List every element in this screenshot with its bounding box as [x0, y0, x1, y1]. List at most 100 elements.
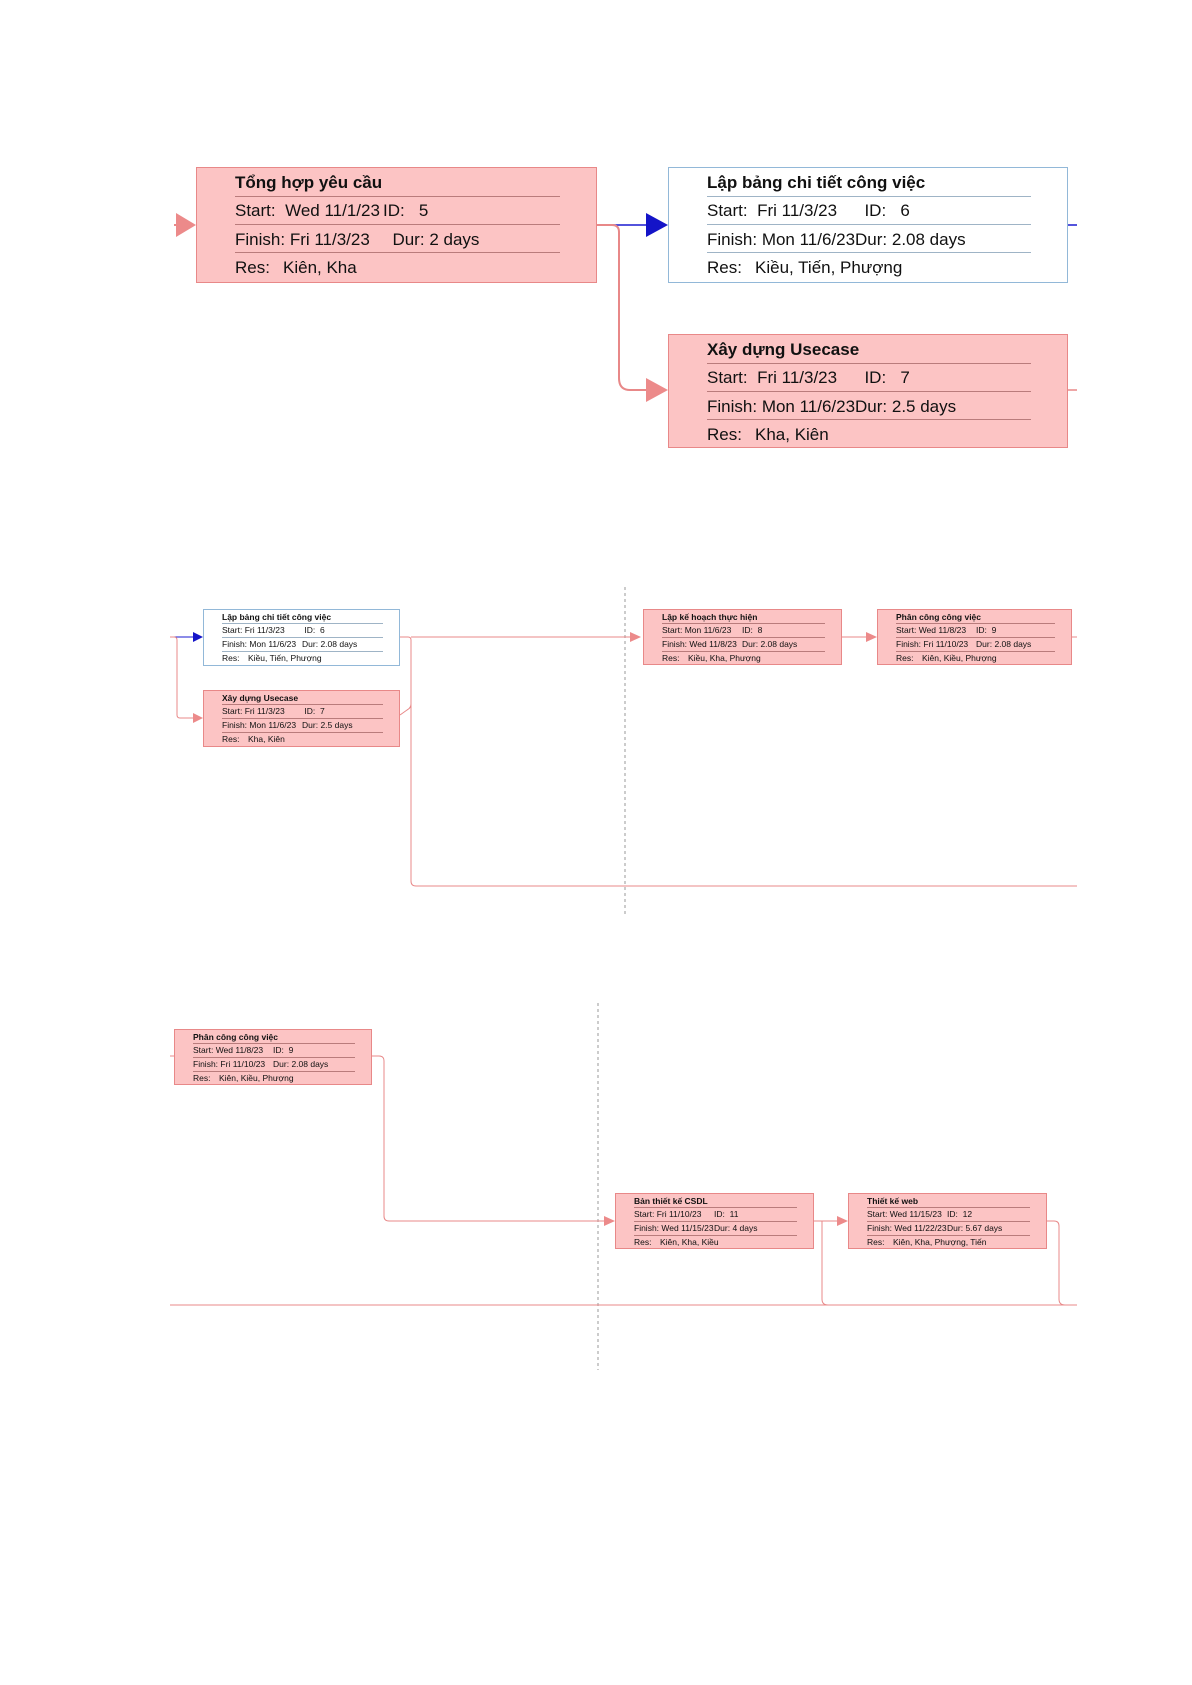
- finish-value: Wed 11/22/23: [894, 1223, 947, 1233]
- task-node-7-small[interactable]: Xây dựng Usecase Start: Fri 11/3/23 ID: …: [203, 690, 400, 747]
- row-divider: [235, 224, 560, 225]
- start-label: Start:: [222, 706, 243, 716]
- start-label: Start:: [662, 625, 683, 635]
- res-value: Kiên, Kha: [283, 258, 357, 277]
- task-name: Thiết kế web: [867, 1196, 919, 1206]
- row-divider: [867, 1221, 1030, 1222]
- start-value: Fri 11/3/23: [757, 201, 838, 220]
- long-bottom-link-line: [410, 704, 1077, 887]
- row-divider: [662, 637, 825, 638]
- task-node-6-small[interactable]: Lập bảng chi tiết công việc Start: Fri 1…: [203, 609, 400, 666]
- res-label: Res:: [707, 258, 742, 277]
- dur-label: Dur:: [742, 639, 759, 649]
- task-node-7[interactable]: Xây dựng Usecase Start: Fri 11/3/23 ID: …: [668, 334, 1068, 448]
- dur-value: 2.5 days: [891, 397, 957, 416]
- res-row: Res: Kiên, Kha, Kiều: [634, 1236, 795, 1248]
- task-node-5[interactable]: Tổng hợp yêu cầu Start: Wed 11/1/23 ID: …: [196, 167, 597, 283]
- res-row: Res: Kiên, Kiều, Phượng: [193, 1072, 353, 1084]
- task-node-11[interactable]: Bản thiết kế CSDL Start: Fri 11/10/23 ID…: [615, 1193, 814, 1249]
- dur-label: Dur:: [855, 230, 888, 249]
- res-value: Kiên, Kiều, Phượng: [219, 1073, 294, 1083]
- finish-value: Fri 11/10/23: [220, 1059, 266, 1069]
- section-3-connectors: [170, 1003, 1077, 1370]
- task-name: Lập bảng chi tiết công việc: [222, 612, 332, 622]
- row-divider: [896, 637, 1055, 638]
- link-5-to-7-arrowhead: [646, 378, 668, 402]
- id-value: 11: [729, 1209, 739, 1219]
- dur-label: Dur:: [976, 639, 993, 649]
- id-value: 9: [288, 1045, 294, 1055]
- id-value: 12: [962, 1209, 973, 1219]
- res-label: Res:: [193, 1073, 211, 1083]
- start-row: Start: Wed 11/8/23 ID: 9: [193, 1044, 353, 1056]
- task-name: Phân công công việc: [896, 612, 982, 622]
- dur-value: 4 days: [732, 1223, 758, 1233]
- dur-label: Dur:: [392, 230, 425, 249]
- row-divider: [634, 1207, 797, 1208]
- task-node-6[interactable]: Lập bảng chi tiết công việc Start: Fri 1…: [668, 167, 1068, 283]
- finish-row: Finish: Fri 11/3/23 Dur: 2 days: [235, 229, 558, 251]
- link-11-to-12-arrowhead: [837, 1216, 848, 1226]
- start-row: Start: Fri 11/3/23 ID: 6: [222, 624, 381, 636]
- res-row: Res: Kiên, Kiều, Phượng: [896, 652, 1053, 664]
- finish-value: Wed 11/15/23: [661, 1223, 714, 1233]
- dur-label: Dur:: [855, 397, 888, 416]
- finish-value: Mon 11/6/23: [761, 397, 855, 416]
- section-2-connectors: [170, 587, 1077, 915]
- task-node-12[interactable]: Thiết kế web Start: Wed 11/15/23 ID: 12 …: [848, 1193, 1047, 1249]
- row-divider: [707, 252, 1031, 253]
- task-node-9-repeat[interactable]: Phân công công việc Start: Wed 11/8/23 I…: [174, 1029, 372, 1085]
- finish-label: Finish:: [193, 1059, 219, 1069]
- task-node-8[interactable]: Lập kế hoạch thực hiện Start: Mon 11/6/2…: [643, 609, 842, 665]
- id-label: ID:: [976, 625, 987, 635]
- row-divider: [707, 196, 1031, 197]
- start-row: Start: Wed 11/15/23 ID: 12: [867, 1208, 1028, 1220]
- task-node-9[interactable]: Phân công công việc Start: Wed 11/8/23 I…: [877, 609, 1072, 665]
- res-value: Kiên, Kiều, Phượng: [922, 653, 997, 663]
- row-divider: [707, 363, 1031, 364]
- res-row: Res: Kiên, Kha, Phượng, Tiến: [867, 1236, 1028, 1248]
- branch-12-line: [1047, 1220, 1066, 1306]
- res-label: Res:: [867, 1237, 885, 1247]
- link-5-to-7-line: [597, 224, 648, 391]
- start-value: Mon 11/6/23: [684, 625, 732, 635]
- finish-label: Finish:: [222, 720, 248, 730]
- start-value: Fri 11/3/23: [757, 368, 838, 387]
- res-label: Res:: [634, 1237, 652, 1247]
- dur-value: 2.08 days: [291, 1059, 329, 1069]
- res-value: Kha, Kiên: [755, 425, 829, 444]
- res-value: Kiều, Tiến, Phượng: [755, 258, 903, 277]
- id-value: 6: [319, 625, 325, 635]
- row-divider: [222, 732, 383, 733]
- row-divider: [634, 1221, 797, 1222]
- id-label: ID:: [864, 201, 887, 220]
- row-divider: [222, 623, 383, 624]
- row-divider: [222, 704, 383, 705]
- finish-row: Finish: Fri 11/10/23 Dur: 2.08 days: [896, 638, 1053, 650]
- finish-label: Finish:: [662, 639, 688, 649]
- finish-label: Finish:: [867, 1223, 893, 1233]
- res-label: Res:: [662, 653, 680, 663]
- dur-value: 2.08 days: [760, 639, 798, 649]
- finish-row: Finish: Mon 11/6/23 Dur: 2.5 days: [222, 719, 381, 731]
- start-row: Start: Mon 11/6/23 ID: 8: [662, 624, 823, 636]
- res-label: Res:: [707, 425, 742, 444]
- id-value: 7: [900, 368, 910, 387]
- dur-label: Dur:: [302, 720, 319, 730]
- row-divider: [662, 651, 825, 652]
- row-divider: [222, 651, 383, 652]
- row-divider: [222, 637, 383, 638]
- start-value: Wed 11/8/23: [215, 1045, 264, 1055]
- id-value: 5: [418, 201, 429, 220]
- finish-value: Fri 11/3/23: [289, 230, 370, 249]
- link-5-to-6-arrowhead: [646, 213, 668, 237]
- finish-row: Finish: Wed 11/8/23 Dur: 2.08 days: [662, 638, 823, 650]
- row-divider: [235, 252, 560, 253]
- task-name: Lập bảng chi tiết công việc: [707, 173, 926, 192]
- start-row: Start: Fri 11/3/23 ID: 7: [222, 705, 381, 717]
- task-name: Tổng hợp yêu cầu: [235, 173, 383, 192]
- start-value: Fri 11/3/23: [244, 625, 285, 635]
- dur-value: 2.5 days: [320, 720, 353, 730]
- id-value: 8: [757, 625, 763, 635]
